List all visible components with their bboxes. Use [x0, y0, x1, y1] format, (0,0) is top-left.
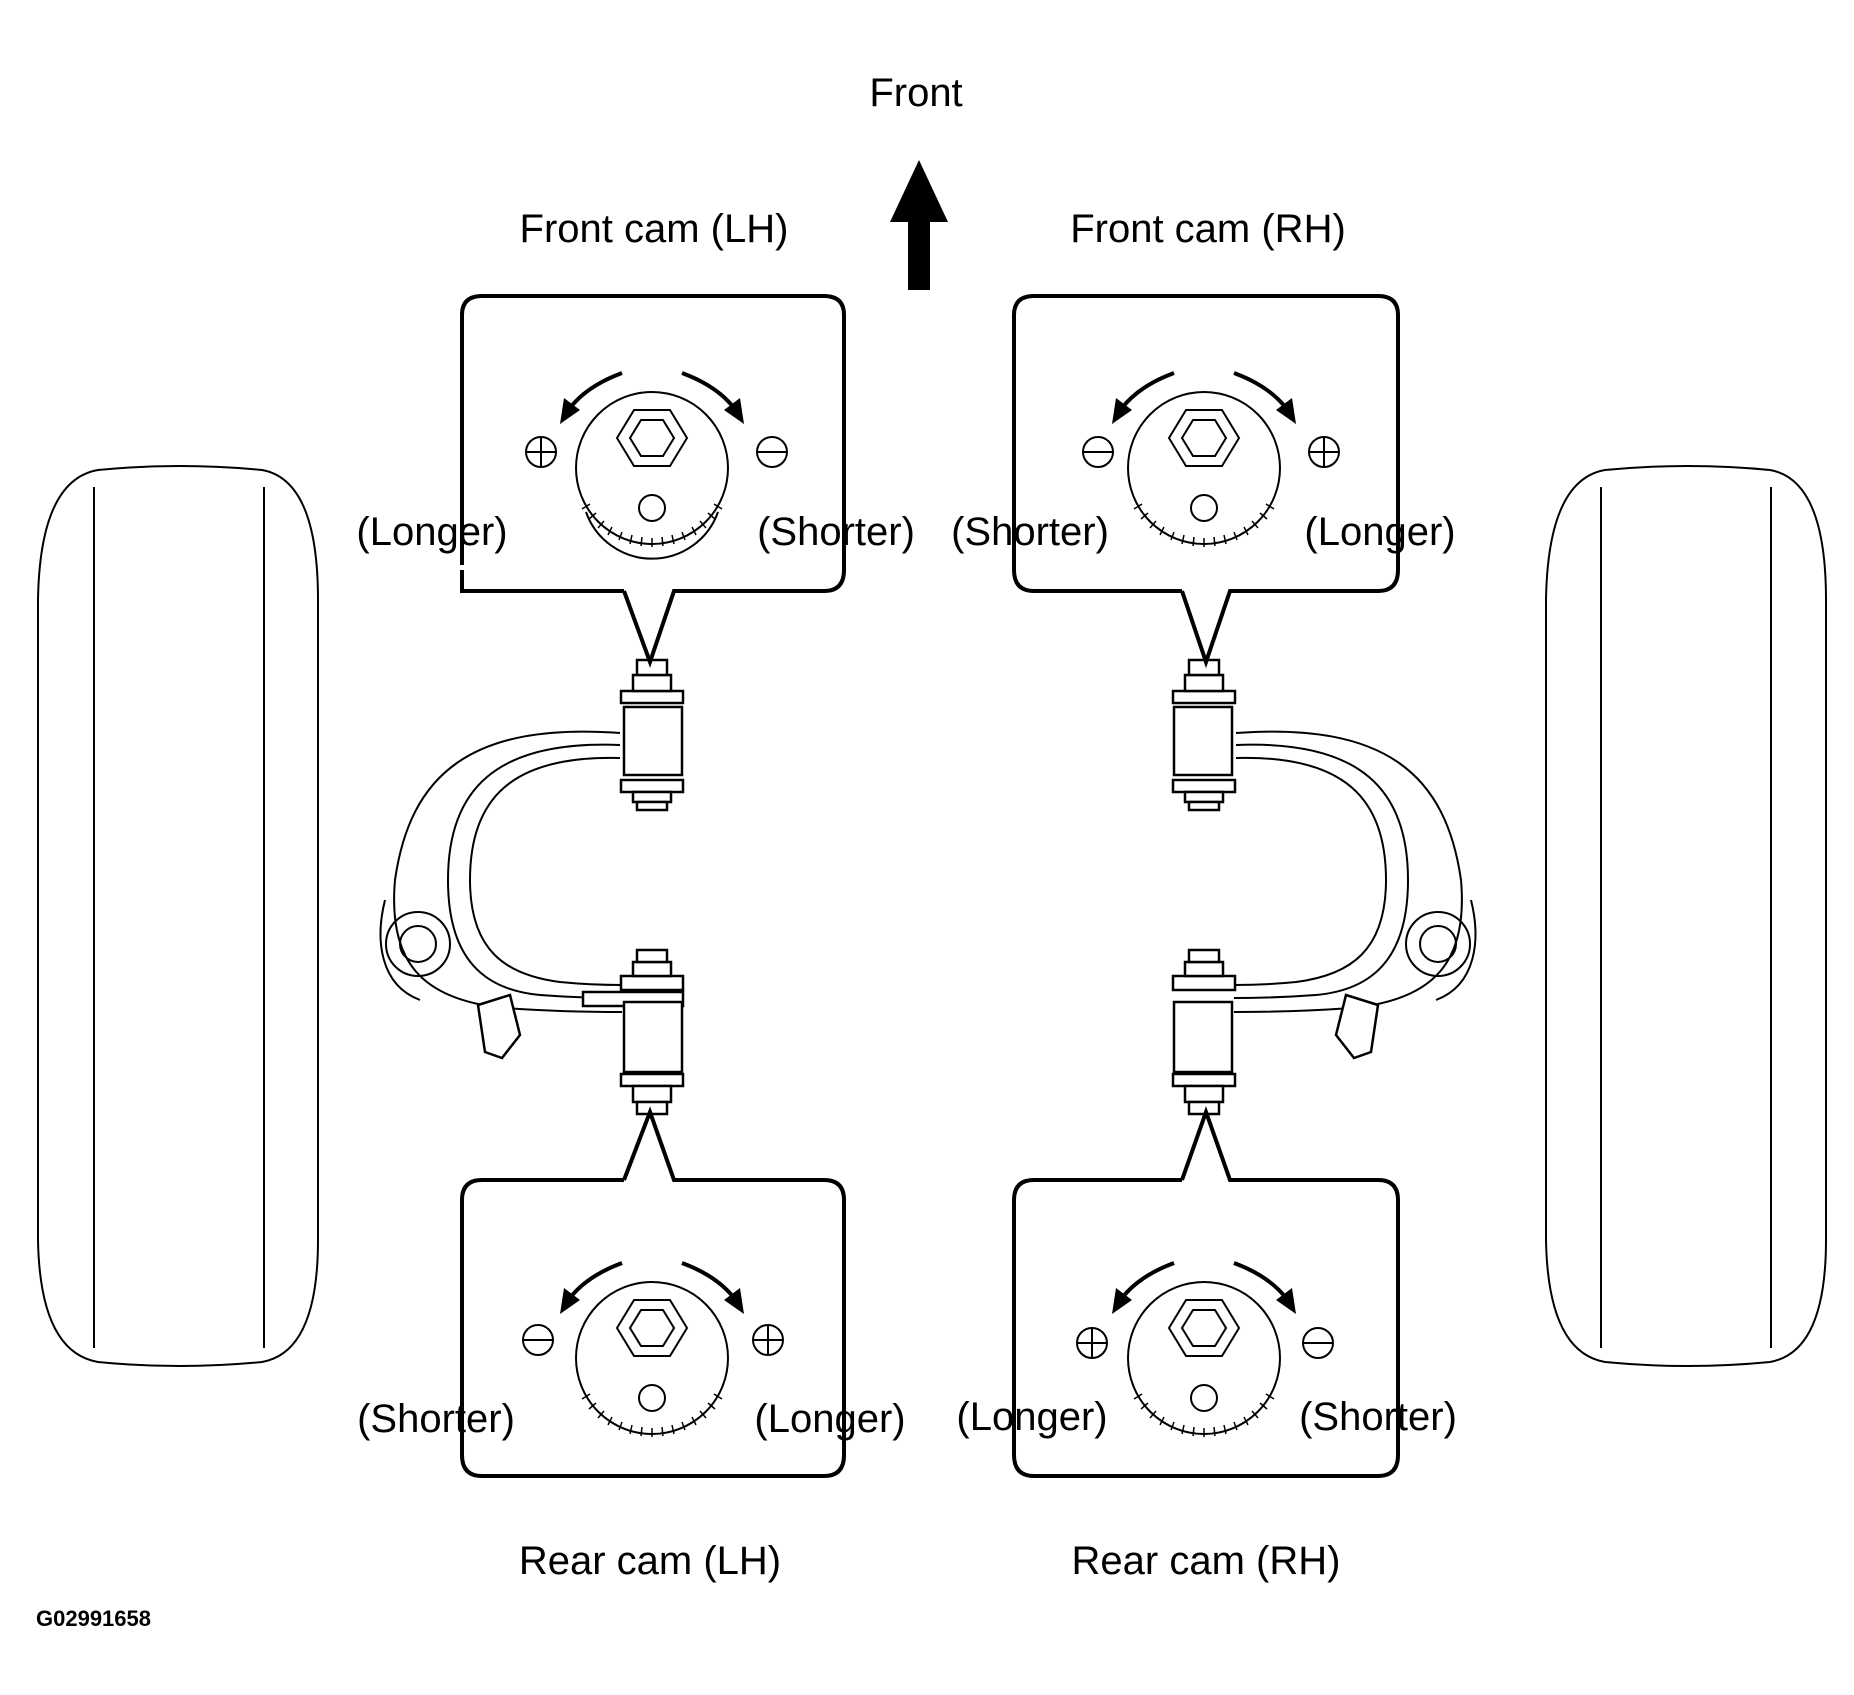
right-upper-control-arm: [1171, 658, 1477, 1116]
front-cam-lh-minus-icon: [756, 436, 788, 468]
front-cam-lh-right-label: (Shorter): [757, 510, 915, 554]
rear-cam-rh-plus-icon: [1076, 1327, 1108, 1359]
front-cam-lh-scale: [581, 503, 723, 547]
rear-cam-rh-left-label: (Longer): [956, 1395, 1107, 1439]
rear-cam-lh-left-label: (Shorter): [357, 1397, 515, 1441]
front-cam-rh-minus-icon: [1082, 436, 1114, 468]
right-wheel: [1545, 465, 1827, 1367]
rear-cam-rh-scale: [1133, 1393, 1275, 1437]
rear-cam-rh-minus-icon: [1302, 1327, 1334, 1359]
front-cam-rh-left-label: (Shorter): [951, 510, 1109, 554]
rear-cam-rh-callout: (Longer) (Shorter) Rear cam (RH): [956, 1105, 1457, 1583]
front-cam-lh-adjuster: [560, 371, 744, 560]
front-cam-rh-title: Front cam (RH): [1070, 207, 1346, 251]
front-cam-rh-adjuster: [1112, 371, 1296, 547]
front-cam-lh-title: Front cam (LH): [520, 207, 789, 251]
front-cam-rh-callout: Front cam (RH) (Shorter) (Lo: [951, 207, 1456, 669]
rear-cam-lh-adjuster: [560, 1261, 744, 1437]
rear-cam-lh-callout: (Shorter) (Longer) Rear cam (LH): [357, 1106, 906, 1583]
front-cam-rh-scale: [1133, 503, 1275, 547]
front-cam-rh-right-label: (Longer): [1304, 510, 1455, 554]
rear-cam-lh-scale: [581, 1393, 723, 1437]
front-cam-lh-left-label: (Longer): [356, 510, 507, 554]
rear-cam-lh-right-label: (Longer): [754, 1397, 905, 1441]
rear-cam-rh-title: Rear cam (RH): [1072, 1539, 1341, 1583]
front-cam-lh-plus-icon: [525, 436, 557, 468]
front-arrow-icon: [890, 160, 948, 290]
left-wheel: [37, 465, 319, 1367]
left-upper-control-arm: [379, 658, 685, 1116]
rear-cam-lh-plus-icon: [752, 1324, 784, 1356]
rear-cam-lh-minus-icon: [522, 1324, 554, 1356]
front-cam-rh-plus-icon: [1308, 436, 1340, 468]
figure-id: G02991658: [36, 1606, 151, 1631]
front-cam-lh-callout: Front cam (LH) (Long: [356, 207, 915, 669]
rear-cam-rh-adjuster: [1112, 1261, 1296, 1437]
rear-cam-lh-title: Rear cam (LH): [519, 1539, 781, 1583]
front-direction-label: Front: [869, 71, 962, 115]
rear-cam-rh-right-label: (Shorter): [1299, 1395, 1457, 1439]
